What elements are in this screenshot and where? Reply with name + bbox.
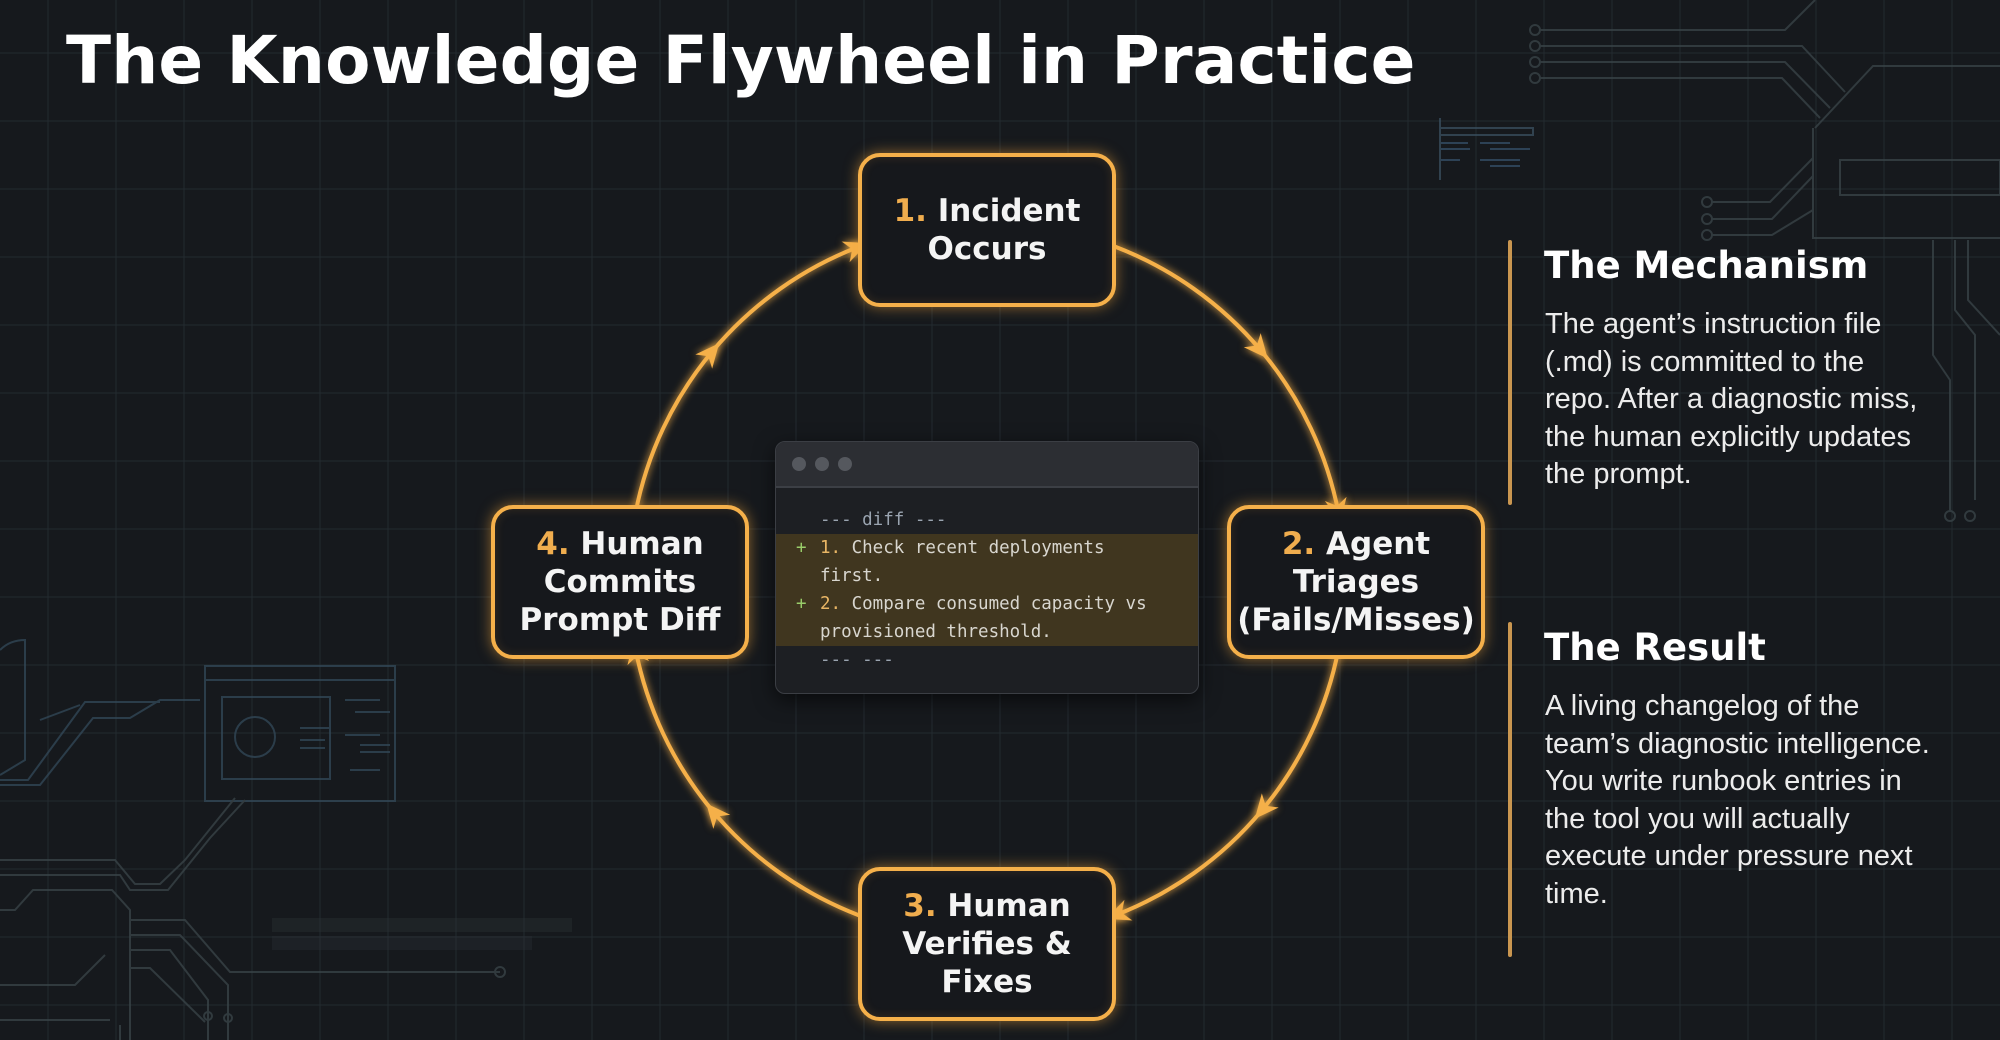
diff-line-number: 2.: [820, 594, 842, 614]
mechanism-body: The agent’s instruction file (.md) is co…: [1545, 308, 1918, 490]
diff-line-number: 1.: [820, 538, 842, 558]
window-dot-icon: [792, 457, 806, 471]
step-label-line: Commits: [543, 564, 697, 600]
diff-line-text: provisioned threshold.: [820, 622, 1052, 642]
accent-bar: [1508, 622, 1512, 957]
cycle-step-human-verifies: 3. Human Verifies & Fixes: [858, 867, 1116, 1021]
step-number: 3.: [903, 888, 937, 924]
arrowhead-icon: [695, 343, 720, 369]
step-label-line: Agent: [1326, 526, 1431, 562]
prompt-diff-window: --- diff --- +1. Check recent deployment…: [775, 441, 1199, 694]
accent-bar: [1508, 240, 1512, 505]
diff-added-line: +1. Check recent deployments: [776, 534, 1198, 562]
diff-footer: --- ---: [820, 650, 894, 670]
cycle-step-human-commits: 4. Human Commits Prompt Diff: [491, 505, 749, 659]
step-label-line: Triages: [1292, 564, 1420, 600]
step-label-line: Occurs: [927, 231, 1047, 267]
plus-icon: +: [796, 594, 807, 614]
step-label-line: Incident: [937, 193, 1081, 229]
diff-added-line: +2. Compare consumed capacity vs: [776, 590, 1198, 618]
diff-content: --- diff --- +1. Check recent deployment…: [776, 488, 1198, 674]
step-label-line: Verifies &: [902, 926, 1072, 962]
diff-line-text: first.: [820, 566, 884, 586]
cycle-step-agent-triages: 2. Agent Triages (Fails/Misses): [1227, 505, 1485, 659]
step-label-line: Human: [580, 526, 704, 562]
faint-code-glyphs: [272, 918, 572, 950]
step-label-line: Prompt Diff: [519, 602, 721, 638]
step-number: 2.: [1281, 526, 1316, 562]
step-number: 4.: [536, 526, 570, 562]
window-dot-icon: [838, 457, 852, 471]
diff-line-text: Compare consumed capacity vs: [841, 594, 1147, 614]
mechanism-heading: The Mechanism: [1544, 244, 1869, 287]
arrowhead-icon: [706, 803, 731, 829]
arrowhead-icon: [1254, 793, 1279, 819]
diff-added-line-cont: provisioned threshold.: [776, 618, 1198, 646]
step-number: 1.: [893, 193, 927, 229]
step-label-line: Human: [947, 888, 1071, 924]
page-title: The Knowledge Flywheel in Practice: [66, 22, 1416, 99]
result-body: A living changelog of the team’s diagnos…: [1545, 690, 1930, 910]
plus-icon: +: [796, 538, 807, 558]
window-titlebar: [776, 442, 1198, 488]
diff-line-text: Check recent deployments: [841, 538, 1105, 558]
arrowhead-icon: [1243, 333, 1268, 359]
mechanism-callout: The Mechanism The agent’s instruction fi…: [1508, 240, 1948, 505]
diff-added-line-cont: first.: [776, 562, 1198, 590]
window-dot-icon: [815, 457, 829, 471]
step-label-line: (Fails/Misses): [1237, 602, 1475, 638]
cycle-step-incident-occurs: 1. Incident Occurs: [858, 153, 1116, 307]
result-callout: The Result A living changelog of the tea…: [1508, 622, 1948, 957]
result-heading: The Result: [1544, 626, 1766, 669]
diff-header: --- diff ---: [820, 510, 947, 530]
step-label-line: Fixes: [941, 964, 1033, 1000]
